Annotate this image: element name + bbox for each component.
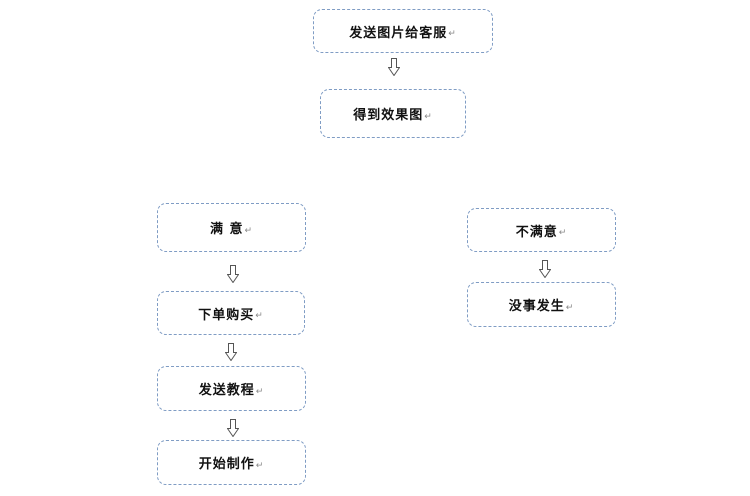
paragraph-mark-icon: ↵ (448, 29, 457, 39)
paragraph-mark-icon: ↵ (255, 386, 265, 397)
paragraph-mark-icon: ↵ (255, 460, 265, 471)
node-send-tutorial: 发送教程↵ (157, 366, 306, 411)
node-start-making-label: 开始制作 (198, 457, 255, 472)
down-arrow-icon (227, 265, 239, 283)
node-not-satisfied: 不满意↵ (467, 208, 616, 252)
down-arrow-icon (388, 58, 400, 76)
paragraph-mark-icon: ↵ (255, 311, 264, 321)
node-nothing-happens: 没事发生↵ (467, 282, 616, 327)
paragraph-mark-icon: ↵ (558, 228, 568, 238)
paragraph-mark-icon: ↵ (565, 302, 575, 313)
down-arrow-icon (227, 419, 239, 437)
node-send-tutorial-label: 发送教程 (198, 383, 255, 398)
node-send-image-label: 发送图片给客服 (349, 25, 448, 41)
down-arrow-icon (225, 343, 237, 361)
node-not-satisfied-label: 不满意 (515, 224, 558, 240)
paragraph-mark-icon: ↵ (424, 111, 433, 122)
down-arrow-icon (539, 260, 551, 278)
node-get-result: 得到效果图↵ (320, 89, 466, 138)
node-start-making: 开始制作↵ (157, 440, 306, 485)
node-send-image: 发送图片给客服↵ (313, 9, 493, 53)
node-satisfied: 满 意↵ (157, 203, 306, 252)
node-place-order-label: 下单购买 (198, 307, 255, 323)
paragraph-mark-icon: ↵ (244, 225, 254, 236)
node-satisfied-label: 满 意 (209, 222, 244, 237)
node-get-result-label: 得到效果图 (353, 108, 424, 123)
node-nothing-happens-label: 没事发生 (508, 299, 565, 314)
node-place-order: 下单购买↵ (157, 291, 305, 335)
